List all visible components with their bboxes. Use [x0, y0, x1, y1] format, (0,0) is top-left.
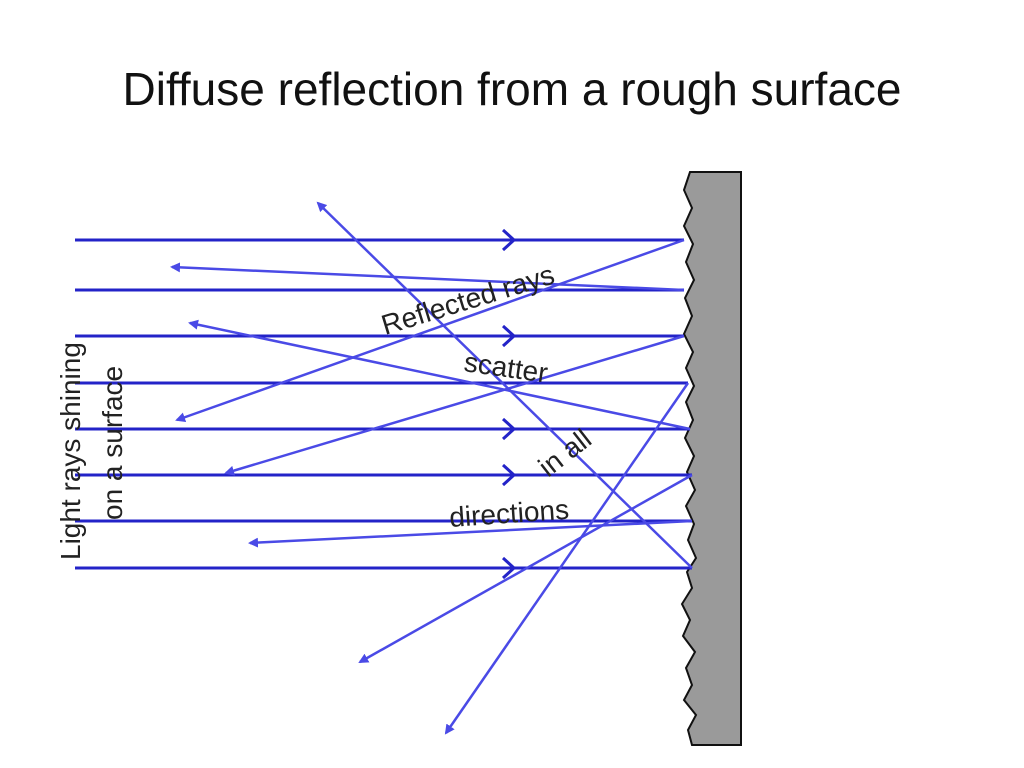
reflected-ray [175, 238, 685, 423]
reflected-ray [358, 473, 693, 664]
reflected-label-1: Reflected rays [378, 259, 558, 341]
reflected-ray [444, 382, 690, 735]
rough-surface [680, 171, 742, 746]
incident-rays [75, 238, 692, 570]
chevron [501, 556, 517, 580]
chevron [501, 228, 517, 252]
slide-title: Diffuse reflection from a rough surface [122, 63, 902, 115]
reflected-ray [188, 319, 691, 431]
chevron [501, 324, 517, 348]
reflected-rays [170, 201, 693, 735]
incident-label-line2: on a surface [97, 366, 128, 520]
reflected-ray [248, 519, 693, 548]
incident-direction-chevrons [501, 228, 517, 580]
incident-label-line1: Light rays shining [55, 342, 86, 560]
reflected-ray [170, 262, 685, 292]
chevron [501, 463, 517, 487]
reflected-ray [316, 201, 693, 569]
chevron [501, 417, 517, 441]
reflected-ray [224, 334, 685, 476]
